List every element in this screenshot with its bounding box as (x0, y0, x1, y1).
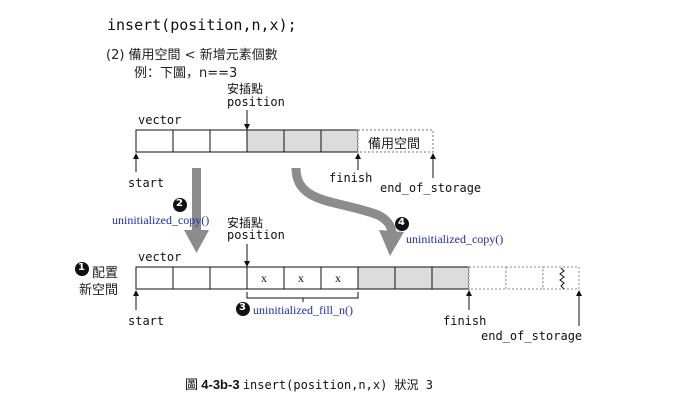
top-spare-label: 備用空間 (368, 137, 421, 152)
step-3-number: 3 (239, 302, 246, 313)
copy-arrow-left (184, 168, 209, 253)
top-vector-cells (135, 129, 359, 153)
bottom-position-label: position (227, 228, 285, 242)
top-start-label: start (128, 176, 165, 190)
step-2-number: 2 (176, 198, 183, 209)
step-1-line1: 配置 (92, 266, 119, 281)
top-cell-5 (283, 129, 322, 153)
step-1-line2: 新空間 (79, 283, 119, 298)
caption-number: 4-3b-3 (201, 377, 240, 392)
top-finish-label: finish (329, 171, 373, 185)
top-spare-box (357, 129, 434, 153)
example-line: 例：下圖，n==3 (134, 66, 238, 81)
bottom-cell-7 (357, 266, 396, 290)
bottom-start-label: start (128, 314, 165, 328)
bottom-cell-8 (394, 266, 433, 290)
bottom-vector-name: vector (138, 250, 182, 264)
step-1-number: 1 (78, 262, 85, 273)
caption-prefix: 圖 (185, 378, 199, 393)
top-cell-3 (209, 129, 248, 153)
new-value-x-1: x (261, 271, 267, 285)
top-vector-name: vector (138, 113, 182, 127)
step-2-circle (173, 198, 187, 212)
top-end-label: end_of_storage (380, 181, 482, 195)
figure-caption: 圖 4-3b-3 insert(position,n,x) 狀況 3 (185, 374, 433, 393)
bottom-vector-cells (135, 266, 470, 290)
top-position-label: position (227, 95, 285, 109)
bottom-cell-3 (209, 266, 248, 290)
bottom-end-label: end_of_storage (481, 329, 583, 343)
case-line: (2) 備用空間 < 新增元素個數 (106, 48, 278, 63)
code-heading: insert(position,n,x); (107, 16, 297, 34)
fill-n-bracket (246, 292, 359, 299)
bottom-insert-point-label: 安插點 (227, 216, 264, 230)
step-1-circle (75, 262, 89, 276)
step-3-circle (236, 302, 250, 316)
bottom-spare-cells (468, 266, 580, 290)
step-2-label: uninitialized_copy() (112, 213, 210, 227)
step-3-label: uninitialized_fill_n() (253, 303, 353, 317)
bottom-cell-2 (172, 266, 211, 290)
step-4-circle (395, 217, 409, 231)
new-value-x-3: x (335, 271, 341, 285)
copy-arrow-right (291, 167, 404, 256)
top-cell-6 (320, 129, 359, 153)
step-4-label: uninitialized_copy() (406, 232, 504, 246)
caption-text: insert(position,n,x) 狀況 3 (242, 378, 433, 392)
top-cell-4 (246, 129, 285, 153)
top-insert-point-label: 安插點 (227, 82, 264, 96)
bottom-cell-9 (431, 266, 470, 290)
top-cell-2 (172, 129, 211, 153)
new-value-x-2: x (298, 271, 304, 285)
bottom-finish-label: finish (443, 314, 487, 328)
break-squiggle (559, 267, 565, 290)
bottom-cell-1 (135, 266, 174, 290)
step-4-number: 4 (398, 217, 405, 228)
top-cell-1 (135, 129, 174, 153)
